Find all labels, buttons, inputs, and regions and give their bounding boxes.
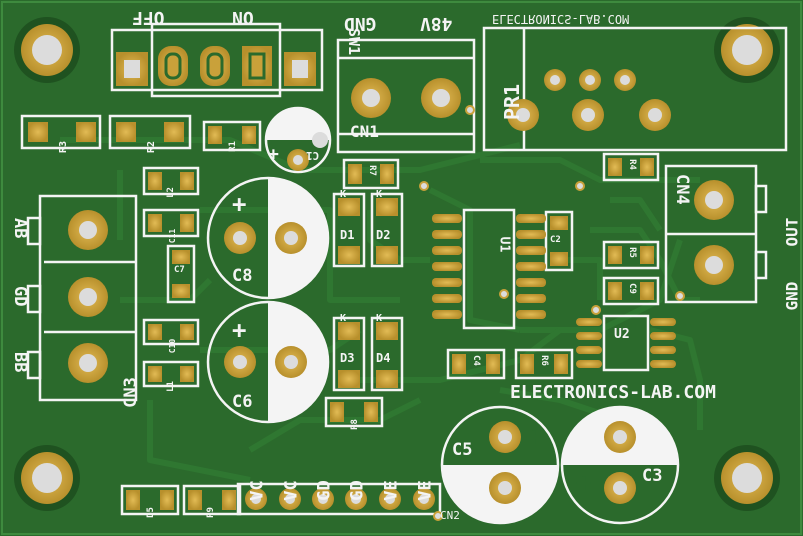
header-pin-label: VC <box>281 480 302 501</box>
c3-label: C3 <box>642 466 663 486</box>
d4-cathode-mark: K <box>376 313 383 324</box>
power-48v-label: 48V <box>420 13 453 34</box>
header-pin-label: GD <box>314 480 335 501</box>
d3-label: D3 <box>340 351 355 365</box>
d4-label: D4 <box>376 351 391 365</box>
header-pin-label: VE <box>415 480 436 501</box>
c5-plus-mark: + <box>526 422 542 452</box>
c6-plus-mark: + <box>232 316 247 344</box>
capacitor-polarity-fills <box>266 108 678 523</box>
smd-pads <box>28 122 676 510</box>
r2-label: R2 <box>146 140 158 154</box>
output-out-label: OUT <box>782 217 802 247</box>
d1-cathode-mark: K <box>340 189 347 200</box>
c6-label: C6 <box>232 392 253 412</box>
r5-label: R5 <box>626 247 637 258</box>
switch-off-label: OFF <box>132 7 165 28</box>
preset-ref-label: PR1 <box>500 83 525 121</box>
c11-label: C11 <box>168 228 178 244</box>
c1-label: C1 <box>306 149 320 162</box>
header-pin-label: VE <box>381 480 402 501</box>
input-bb-label: BB <box>10 352 30 373</box>
r1-label: R1 <box>227 141 238 152</box>
l1-label: L1 <box>165 381 176 392</box>
through-hole-pads <box>68 69 734 510</box>
output-gnd-label: GND <box>782 281 802 311</box>
c8-plus-mark: + <box>232 190 247 218</box>
r8-label: R8 <box>349 419 360 430</box>
switch-on-label: ON <box>232 7 254 28</box>
c9-label: C9 <box>626 283 637 294</box>
r6-label: R6 <box>538 355 549 366</box>
c8-label: C8 <box>232 266 253 286</box>
c10-label: C10 <box>168 338 178 354</box>
header-pin-label: VC <box>247 480 268 501</box>
r9-label: R9 <box>205 507 216 518</box>
c4-label: C4 <box>470 355 481 366</box>
d2-label: D2 <box>376 228 391 242</box>
c1-plus-mark: + <box>268 144 279 165</box>
c7-label: C7 <box>174 265 185 275</box>
power-gnd-label: GND <box>344 13 377 34</box>
c3-plus-mark: + <box>576 468 592 498</box>
c5-label: C5 <box>452 440 473 460</box>
mounting-holes <box>14 17 780 511</box>
r4-label: R4 <box>626 159 637 170</box>
r7-label: R7 <box>366 165 377 176</box>
header-pin-label: GD <box>347 480 368 501</box>
u1-label: U1 <box>496 236 512 253</box>
brand-text: ELECTRONICS-LAB.COM <box>510 382 716 403</box>
switch-pads <box>116 46 316 86</box>
r3-label: R3 <box>58 140 70 154</box>
l2-label: L2 <box>165 187 176 198</box>
d2-cathode-mark: K <box>376 189 383 200</box>
vias <box>419 105 685 521</box>
d3-cathode-mark: K <box>340 313 347 324</box>
d5-label: D5 <box>145 507 156 518</box>
input-ref-label: CN3 <box>120 377 141 408</box>
u2-label: U2 <box>614 327 630 342</box>
c2-label: C2 <box>550 235 561 245</box>
input-gd-label: GD <box>10 286 30 307</box>
d1-label: D1 <box>340 228 355 242</box>
power-ref-label: CN1 <box>350 122 379 141</box>
silkscreen-outlines <box>20 22 788 525</box>
input-ab-label: AB <box>10 218 30 239</box>
brand-text-mirrored: ELECTRONICS-LAB.COM <box>492 12 630 26</box>
output-ref-label: CN4 <box>672 174 692 205</box>
header-ref-label: CN2 <box>440 509 460 522</box>
